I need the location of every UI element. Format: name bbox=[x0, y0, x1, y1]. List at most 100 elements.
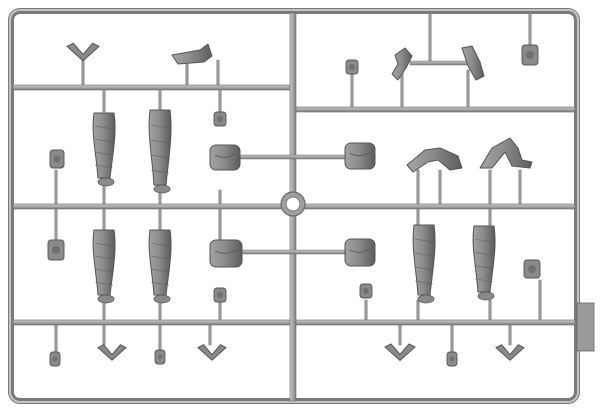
boot-part-foot bbox=[97, 294, 115, 304]
boot-part-body bbox=[92, 112, 116, 179]
gate bbox=[54, 169, 58, 205]
boot-part-fold bbox=[94, 164, 114, 169]
head-part bbox=[213, 111, 227, 127]
head-part-detail bbox=[217, 116, 223, 122]
gate bbox=[208, 324, 212, 346]
torso-part bbox=[209, 239, 243, 268]
hands-part bbox=[495, 344, 525, 361]
boot-part bbox=[412, 224, 436, 304]
gate bbox=[54, 324, 58, 353]
boot-part-fold bbox=[150, 139, 170, 144]
sprue-tab bbox=[576, 302, 595, 352]
arm-part-body bbox=[391, 47, 413, 81]
head-part-detail bbox=[363, 288, 369, 294]
boot-part bbox=[92, 229, 116, 304]
hands-part bbox=[66, 42, 100, 62]
bent-leg-part bbox=[406, 147, 463, 173]
boot-part-fold bbox=[94, 281, 114, 286]
boot-part-fold bbox=[474, 278, 494, 283]
hands-part-body bbox=[66, 42, 100, 62]
gate bbox=[158, 324, 162, 351]
hands-part bbox=[197, 344, 227, 361]
torso-part bbox=[344, 238, 376, 267]
weapon-part bbox=[171, 43, 213, 65]
gate bbox=[416, 208, 420, 226]
hand-detail-part bbox=[446, 351, 458, 367]
boot-part-body bbox=[148, 229, 172, 296]
head-part bbox=[359, 283, 373, 299]
arm-part bbox=[391, 47, 413, 81]
gate bbox=[239, 249, 346, 255]
torso-part-crease bbox=[349, 151, 371, 157]
gate bbox=[158, 208, 162, 231]
gate bbox=[450, 324, 454, 353]
gates bbox=[54, 12, 542, 353]
gate bbox=[216, 59, 220, 86]
gate bbox=[218, 189, 222, 205]
arm-part bbox=[461, 45, 485, 81]
pouch-part bbox=[523, 259, 541, 279]
gate bbox=[416, 299, 420, 321]
torso-part-crease bbox=[214, 249, 238, 254]
boot-part-fold bbox=[94, 268, 114, 273]
gate bbox=[81, 59, 85, 86]
boot-part-foot bbox=[417, 294, 435, 304]
boot-part-fold bbox=[94, 125, 114, 130]
gate bbox=[218, 89, 222, 113]
gate bbox=[102, 324, 106, 346]
boot-part-fold bbox=[150, 281, 170, 286]
boot-part bbox=[148, 109, 172, 194]
arm-part-body bbox=[461, 45, 485, 81]
head-part-detail bbox=[217, 292, 223, 298]
sprue-frame-highlight bbox=[9, 9, 579, 403]
gate bbox=[102, 89, 106, 113]
boot-part-fold bbox=[474, 265, 494, 269]
boot-part-fold bbox=[150, 242, 170, 247]
hand-detail-part-detail bbox=[52, 356, 58, 362]
torso-part-crease bbox=[214, 153, 236, 158]
gate bbox=[102, 208, 106, 231]
injection-point bbox=[280, 191, 306, 217]
boot-part bbox=[472, 225, 496, 301]
boot-part-body bbox=[412, 224, 436, 296]
weapon-part-body bbox=[171, 43, 213, 65]
pouch-part-detail bbox=[526, 51, 534, 59]
hand-detail-part-detail bbox=[449, 356, 455, 362]
gate bbox=[239, 154, 346, 160]
boot-part-fold bbox=[94, 242, 114, 247]
hands-part bbox=[384, 343, 416, 362]
gate bbox=[398, 324, 402, 346]
gate bbox=[364, 299, 368, 321]
gate bbox=[428, 12, 432, 63]
hand-detail-part-detail bbox=[157, 354, 163, 360]
pouch-part bbox=[49, 149, 65, 169]
boot-part-fold bbox=[474, 252, 494, 256]
boot-part-fold bbox=[414, 266, 434, 271]
hand-detail-part bbox=[154, 349, 166, 365]
bent-leg-part-body bbox=[479, 137, 533, 169]
boot-part bbox=[148, 229, 172, 304]
gate bbox=[466, 69, 470, 108]
pouch-part-detail bbox=[53, 155, 61, 163]
pouch-part-detail bbox=[52, 246, 60, 254]
boot-part-fold bbox=[94, 151, 114, 156]
gate bbox=[218, 299, 222, 321]
gate bbox=[518, 169, 522, 205]
gate bbox=[438, 169, 442, 205]
gate bbox=[508, 324, 512, 346]
gate bbox=[54, 208, 58, 241]
gate bbox=[350, 69, 354, 108]
boot-part-fold bbox=[94, 138, 114, 143]
bent-leg-part-body bbox=[406, 147, 463, 173]
head-part-detail bbox=[349, 64, 355, 70]
boot-part-foot bbox=[153, 184, 171, 194]
boot-part-fold bbox=[150, 169, 170, 174]
boot-part-body bbox=[92, 229, 116, 296]
torso-part-crease bbox=[349, 248, 371, 253]
torso-part bbox=[344, 142, 376, 170]
hands-part-body bbox=[197, 344, 227, 361]
pouch-part-detail bbox=[528, 265, 536, 273]
gate bbox=[538, 279, 542, 321]
